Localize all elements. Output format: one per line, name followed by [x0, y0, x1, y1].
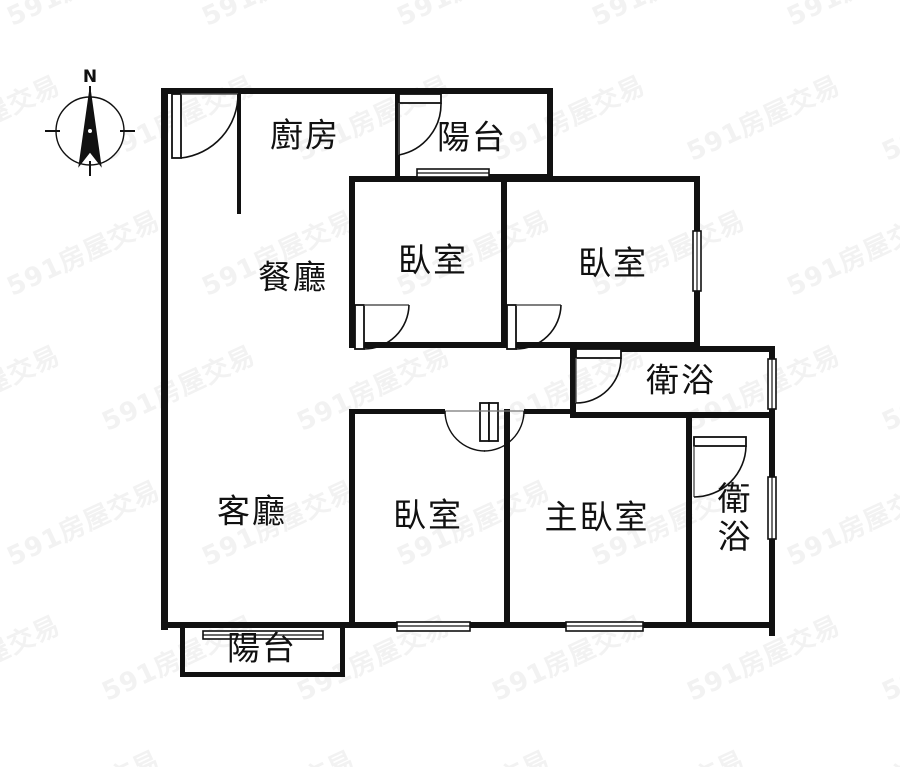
window-bedroom-tr-right	[692, 230, 702, 292]
window-bedroom-tl-top	[416, 168, 490, 178]
wall-balcony-top-right	[547, 88, 553, 180]
door-hallway-double	[444, 402, 525, 452]
window-bath-lower-right	[767, 476, 777, 540]
door-bedroom-top-right	[506, 304, 562, 350]
window-master-bottom	[565, 621, 644, 632]
window-bath-upper-right	[767, 358, 777, 410]
wall-balcony-top-left	[395, 92, 400, 177]
room-label-bathroom-upper: 衛浴	[646, 361, 716, 400]
wall-bedroom-lower-left	[349, 409, 355, 628]
door-bathroom-lower	[693, 436, 747, 498]
compass-rose: N	[45, 67, 135, 176]
door-bathroom-upper	[575, 348, 622, 404]
room-label-balcony-bottom: 陽台	[227, 629, 297, 668]
wall-master-divider	[504, 409, 510, 628]
wall-bath-upper-bottom	[570, 412, 775, 418]
wall-bedroom-divider	[501, 176, 507, 348]
door-kitchen-balcony	[398, 93, 442, 156]
wall-bedroom-tr-top	[501, 176, 700, 182]
wall-bedroom-tr-bottom	[501, 342, 700, 348]
room-label-group: 廚房 陽台 餐廳 臥室 臥室 衛浴 客廳 臥室 主臥室 衛浴 陽台	[217, 116, 753, 668]
wall-bedroom-tl-left	[349, 176, 355, 348]
wall-balcony-bottom-left	[180, 628, 185, 677]
window-bedroom-lower-bottom	[396, 621, 471, 632]
wall-outer-top	[161, 88, 553, 94]
room-label-bedroom-lower: 臥室	[393, 496, 463, 535]
wall-bedroom-tl-top	[349, 176, 507, 182]
door-entrance	[171, 93, 239, 159]
room-label-master-bedroom: 主臥室	[545, 498, 650, 537]
room-label-living: 客廳	[217, 492, 287, 531]
wall-kitchen-partition	[237, 90, 241, 214]
window-group	[202, 168, 777, 640]
room-label-bathroom-lower: 衛浴	[718, 479, 753, 556]
room-label-bedroom-top-right: 臥室	[578, 244, 648, 283]
wall-bedroom-tl-bottom	[349, 342, 507, 348]
wall-balcony-bottom-right	[340, 628, 345, 677]
wall-bath-upper-left	[570, 346, 576, 418]
room-label-bedroom-top-left: 臥室	[398, 241, 468, 280]
compass-north-label: N	[83, 67, 97, 87]
window-balcony-bottom	[202, 630, 324, 640]
wall-balcony-bottom-bottom	[180, 672, 345, 677]
wall-outer-left	[161, 88, 168, 630]
wall-hall-right	[524, 409, 572, 414]
door-group	[171, 93, 747, 498]
room-label-kitchen: 廚房	[270, 116, 340, 155]
wall-bath-lower-bottom	[686, 622, 775, 628]
room-label-balcony-top: 陽台	[437, 118, 507, 157]
door-bedroom-top-left	[354, 304, 410, 350]
wall-bath-upper-top	[570, 346, 775, 352]
room-label-dining: 餐廳	[258, 258, 328, 297]
wall-master-right	[686, 418, 692, 628]
wall-hall-left	[349, 409, 445, 414]
